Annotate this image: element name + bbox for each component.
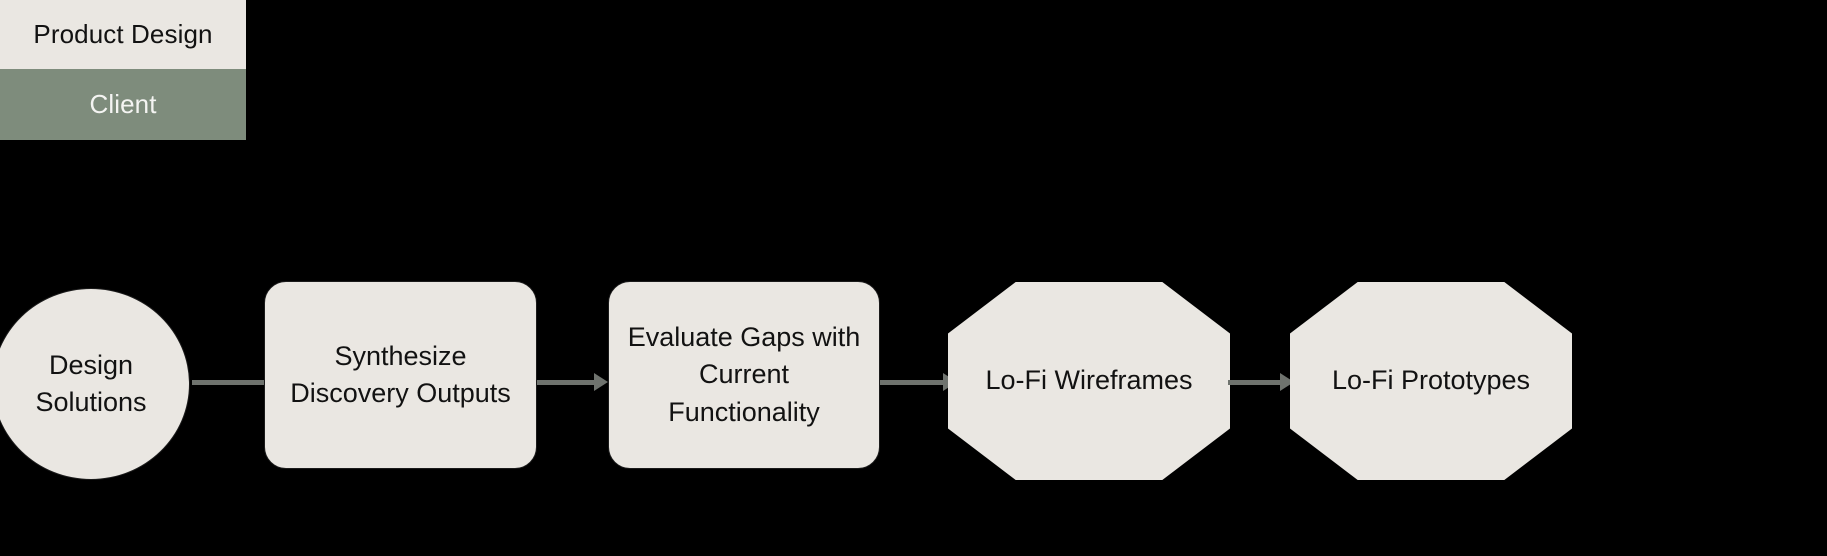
node-synthesize-discovery-outputs[interactable]: Synthesize Discovery Outputs — [264, 281, 537, 469]
node-evaluate-gaps-with-current-functionality[interactable]: Evaluate Gaps with Current Functionality — [608, 281, 880, 469]
arrow-lo-fi-wireframes-to-lo-fi-prototypes — [1228, 373, 1294, 391]
arrow-shaft — [1228, 379, 1280, 385]
arrow-head-icon — [594, 373, 608, 391]
arrow-shaft — [537, 379, 594, 385]
arrow-evaluate-gaps-to-lo-fi-wireframes — [880, 373, 957, 391]
node-synthesize-discovery-outputs-label: Synthesize Discovery Outputs — [290, 340, 511, 408]
arrow-shaft — [192, 379, 293, 385]
arrow-synthesize-discovery-to-evaluate-gaps — [537, 373, 608, 391]
node-lo-fi-wireframes[interactable]: Lo-Fi Wireframes — [948, 282, 1230, 480]
arrow-shaft — [880, 379, 943, 385]
legend-lane-client[interactable]: Client — [0, 69, 246, 140]
node-design-solutions[interactable]: Design Solutions — [0, 288, 190, 480]
legend-lane-product-design[interactable]: Product Design — [0, 0, 246, 69]
octagon-shape — [948, 282, 1230, 480]
legend-lane-client-label: Client — [89, 89, 157, 119]
node-lo-fi-prototypes[interactable]: Lo-Fi Prototypes — [1290, 282, 1572, 480]
octagon-shape — [1290, 282, 1572, 480]
swimlane-legend: Product Design Client — [0, 0, 246, 140]
legend-lane-product-design-label: Product Design — [33, 19, 213, 49]
node-evaluate-gaps-with-current-functionality-label: Evaluate Gaps with Current Functionality — [627, 322, 861, 427]
node-lo-fi-prototypes-label: Lo-Fi Prototypes — [1331, 365, 1531, 396]
node-design-solutions-label: Design Solutions — [35, 349, 147, 417]
node-lo-fi-wireframes-label: Lo-Fi Wireframes — [985, 365, 1193, 396]
